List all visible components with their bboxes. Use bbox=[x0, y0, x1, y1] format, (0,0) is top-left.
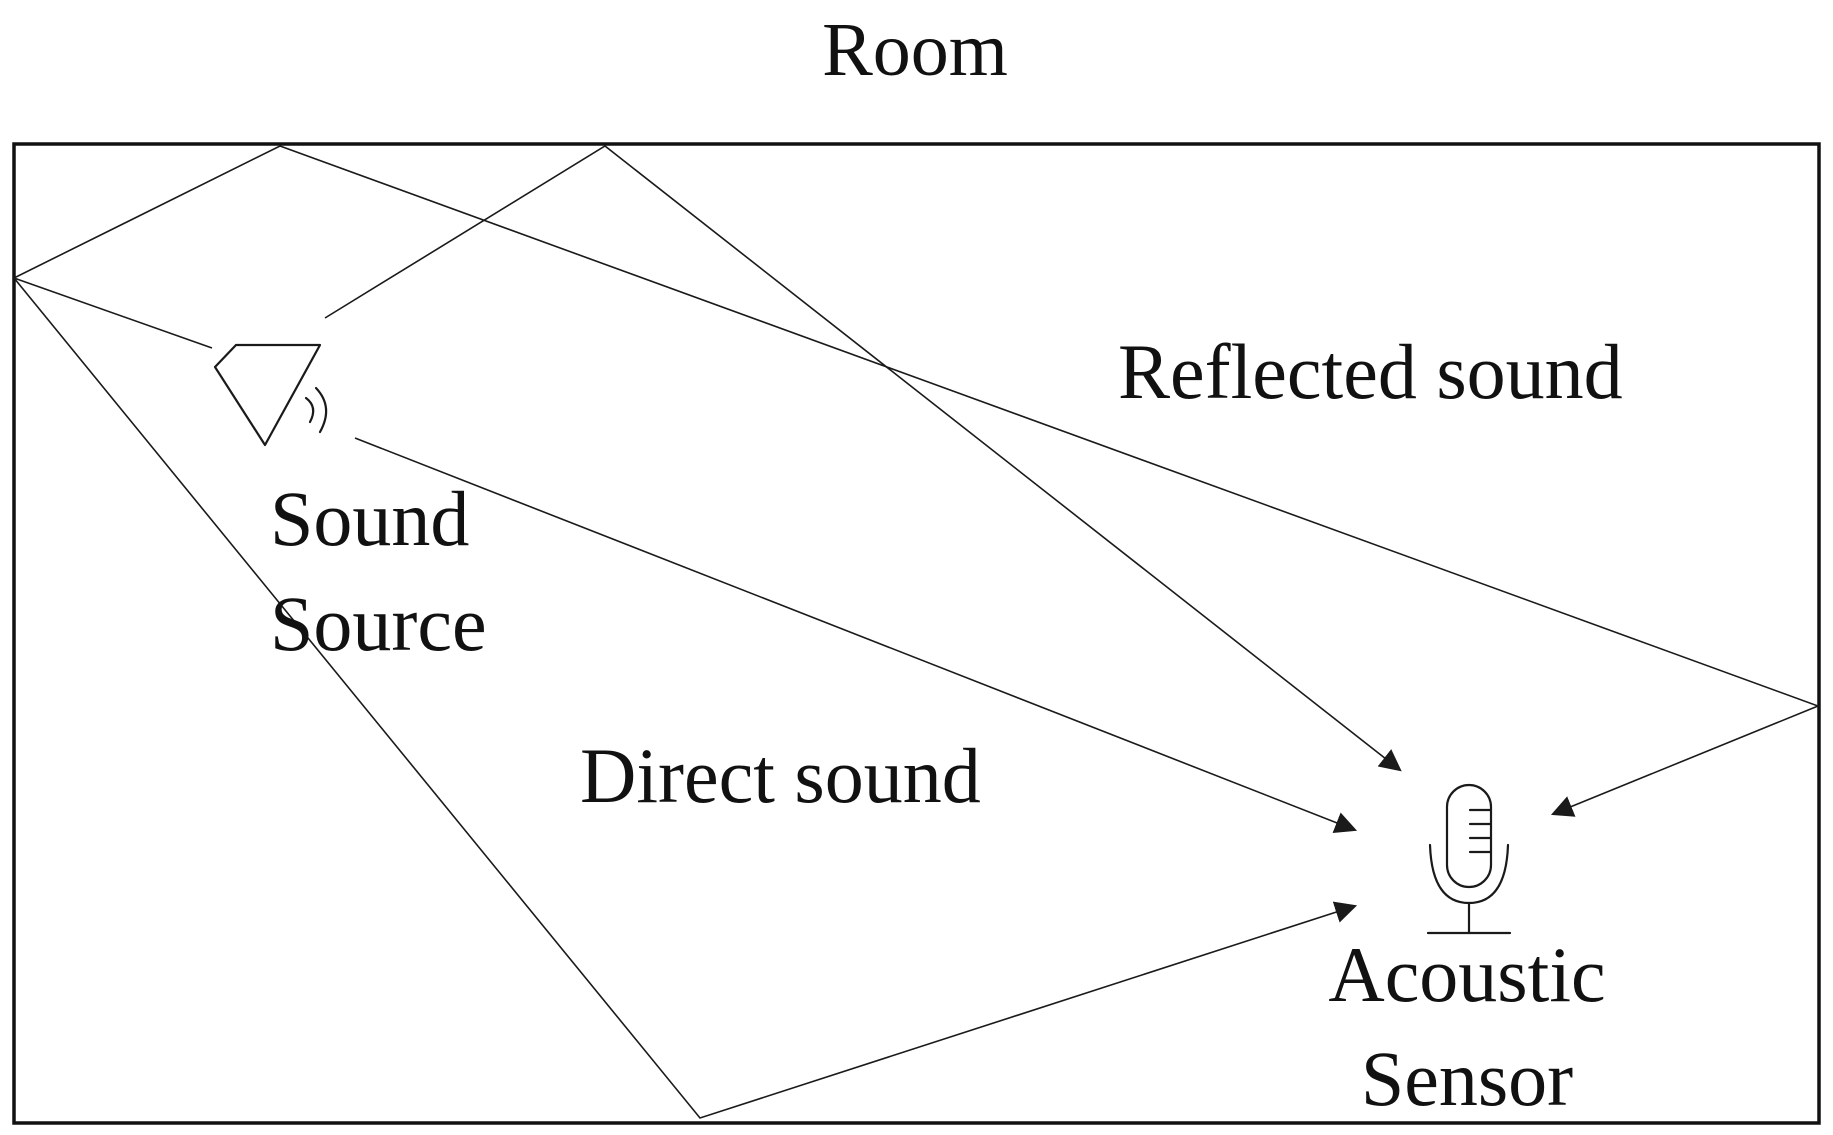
room-boundary bbox=[12, 142, 1821, 1125]
room-title: Room bbox=[822, 8, 1008, 92]
reflected-ray-2 bbox=[324, 145, 1402, 772]
direct-ray bbox=[354, 437, 1358, 834]
speaker-icon bbox=[213, 343, 328, 447]
acoustic-sensor-label-line1: Acoustic bbox=[1328, 931, 1605, 1018]
reflected-ray-3 bbox=[13, 277, 1358, 1119]
sound-rays bbox=[11, 145, 1821, 1119]
sound-source-label-line1: Sound bbox=[270, 475, 469, 562]
acoustic-sensor-label-line2: Sensor bbox=[1361, 1035, 1573, 1122]
sound-source-label-line2: Source bbox=[270, 580, 487, 667]
reflected-ray-1 bbox=[11, 145, 1821, 817]
direct-sound-label: Direct sound bbox=[580, 732, 981, 819]
microphone-icon bbox=[1426, 783, 1512, 935]
reflected-sound-label: Reflected sound bbox=[1118, 328, 1623, 415]
